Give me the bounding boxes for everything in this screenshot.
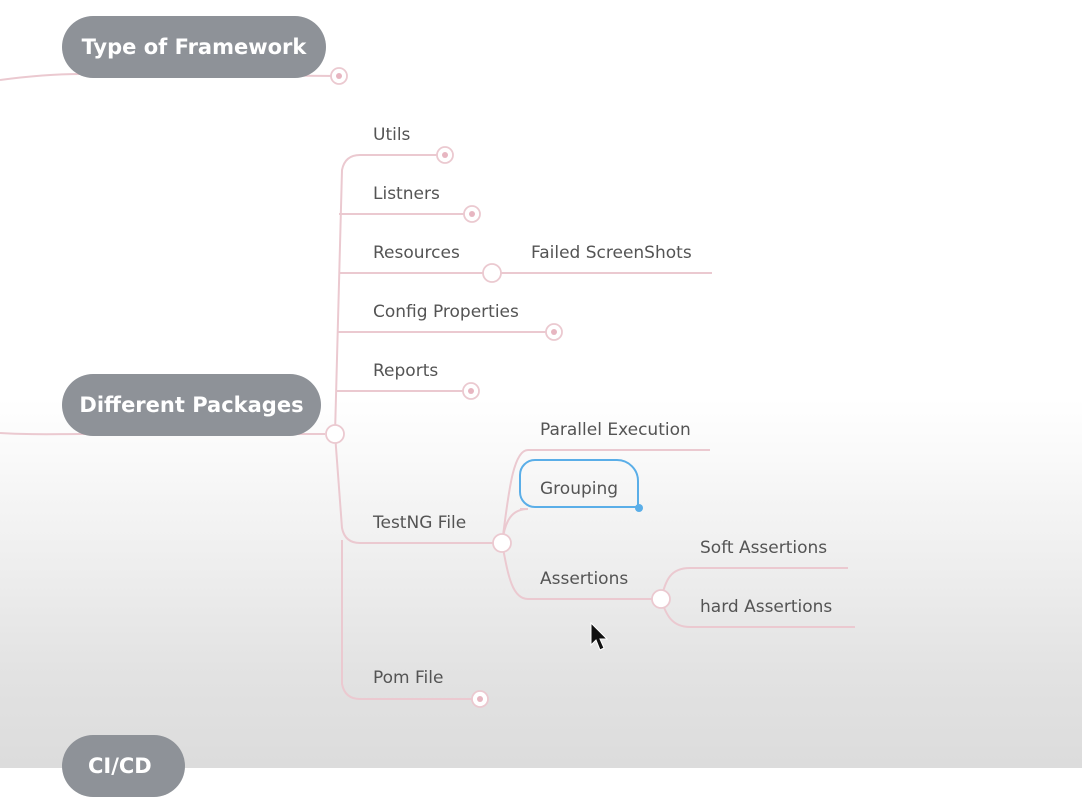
node-listners[interactable]: Listners [373,184,440,204]
connector-soft [660,567,848,600]
branch-node-resources [482,263,502,283]
topic-type-of-framework[interactable]: Type of Framework [62,16,326,78]
selection-handle[interactable] [635,504,643,512]
branch-node-assertions [651,589,671,609]
node-config-properties[interactable]: Config Properties [373,302,519,322]
branch-node-testng [492,533,512,553]
node-reports[interactable]: Reports [373,361,439,381]
topic-different-packages[interactable]: Different Packages [62,374,321,436]
node-hard-assertions[interactable]: hard Assertions [700,597,833,617]
connector-different-packages [0,432,325,436]
connector-utils [334,154,445,435]
node-testng-file[interactable]: TestNG File [373,513,467,533]
node-utils[interactable]: Utils [373,125,411,145]
node-assertions[interactable]: Assertions [540,569,629,589]
node-grouping[interactable]: Grouping [540,479,619,499]
selection-outline [519,459,639,508]
mind-map-connectors [0,67,855,708]
topic-ci-cd[interactable]: CI/CD [62,735,185,797]
connector-parallel [501,449,710,544]
connector-pom [341,540,480,700]
node-resources[interactable]: Resources [373,243,460,263]
node-failed-screenshots[interactable]: Failed ScreenShots [531,243,692,263]
node-parallel-execution[interactable]: Parallel Execution [540,420,691,440]
node-soft-assertions[interactable]: Soft Assertions [700,538,828,558]
node-pom-file[interactable]: Pom File [373,668,444,688]
connector-testng [334,433,502,544]
branch-node-different-packages [325,424,345,444]
mouse-cursor-icon [590,621,609,651]
